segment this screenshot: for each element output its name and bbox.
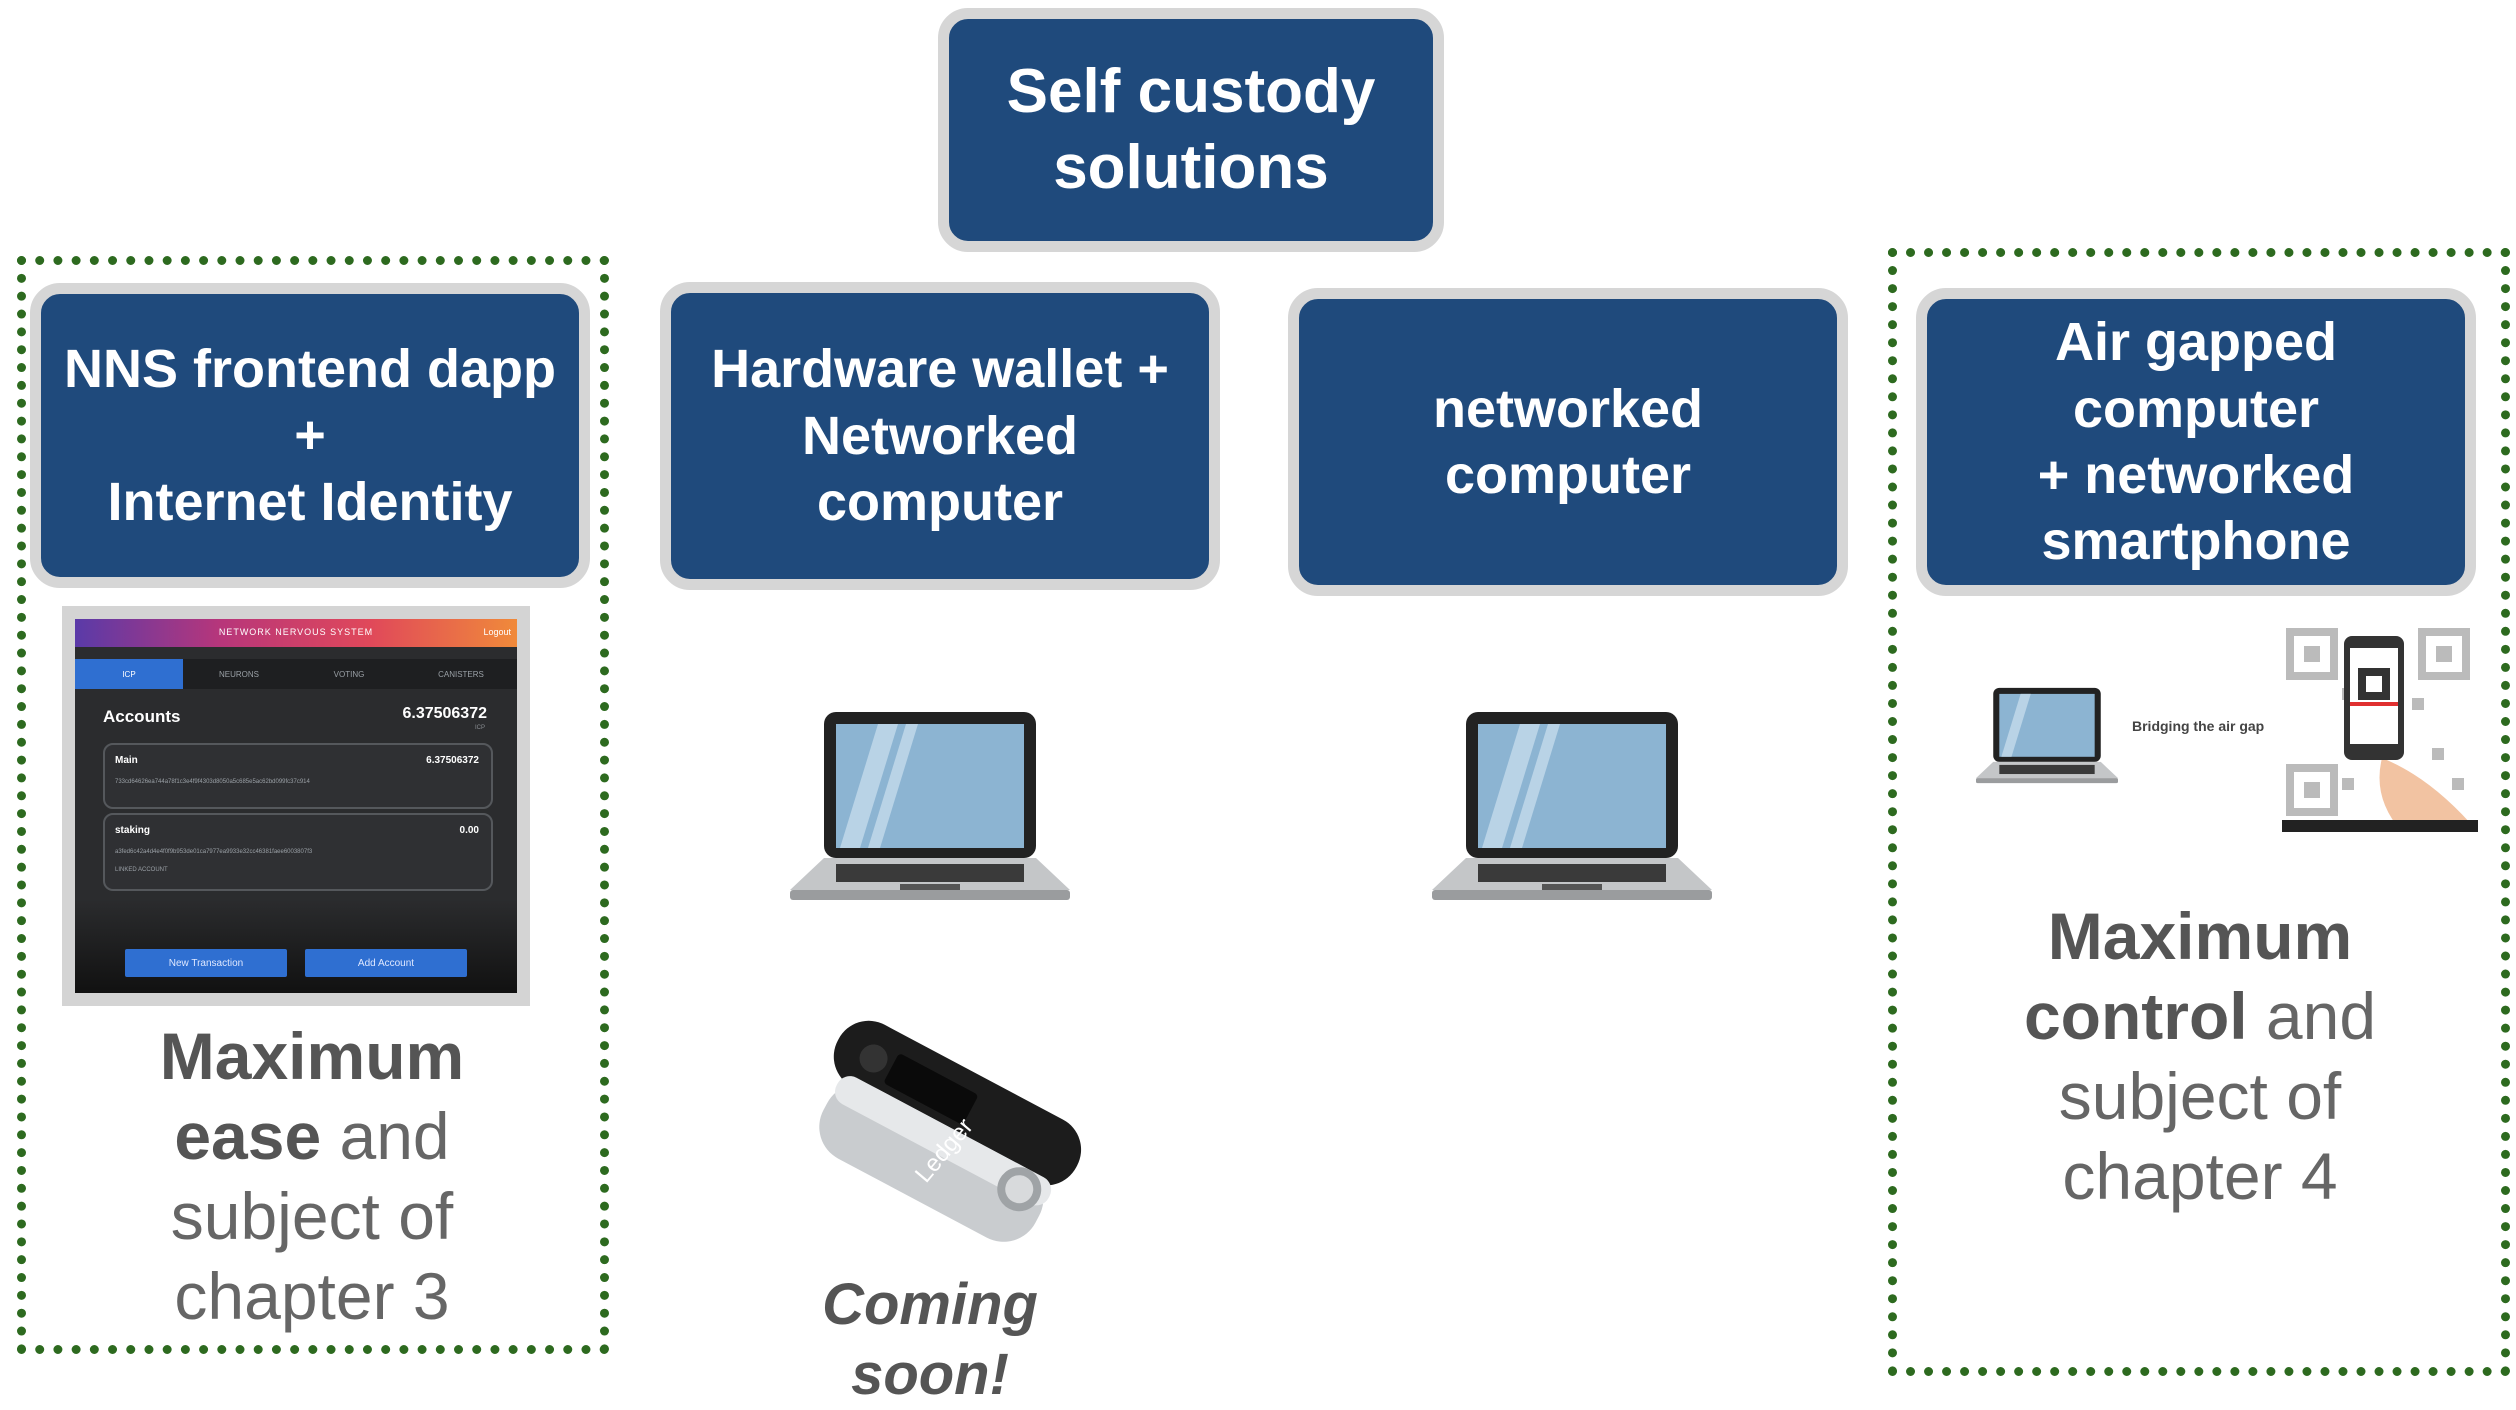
nns-tab-icp: ICP [75,659,183,689]
nns-accounts-label: Accounts [103,707,181,726]
nns-account-name: Main [115,755,138,766]
nns-account-card-staking: staking 0.00 a3fed6c42a4d4e4f0f9b953de01… [103,813,493,891]
nns-account-amount: 6.37506372 [426,755,479,766]
left-highlight-frame [17,256,609,1354]
option-label: Hardware wallet + Networked computer [711,339,1169,533]
caption-left-bold: Maximum ease [159,1019,465,1173]
nns-add-account-button: Add Account [305,949,467,977]
right-highlight-frame [1888,248,2510,1376]
root-node: Self custody solutions [938,8,1444,252]
laptop-icon [790,712,1070,900]
laptop-icon [1432,712,1712,900]
nns-account-card-main: Main 6.37506372 733cd64626ea744a78f1c3e4… [103,743,493,809]
option-hardware-wallet: Hardware wallet + Networked computer [660,282,1220,590]
nns-footer-shade [75,899,517,993]
nns-tab-voting: VOTING [333,669,365,679]
qr-phone-icon [2282,628,2478,832]
nns-tab-canisters: CANISTERS [438,669,484,679]
nns-app-screenshot: NETWORK NERVOUS SYSTEM Logout ICP NEURON… [62,606,530,1006]
nns-new-transaction-button: New Transaction [125,949,287,977]
option-networked-computer: networked computer [1288,288,1848,596]
nns-tabs: ICP NEURONS VOTING CANISTERS [75,659,517,689]
ledger-wallet-icon: Ledger [819,1020,1082,1242]
option-label: networked computer [1432,378,1704,505]
option-air-gapped: Air gapped computer + networked smartpho… [1916,288,2476,596]
option-label: NNS frontend dapp + Internet Identity [64,338,556,532]
nns-total-unit: ICP [474,725,485,731]
nns-account-amount: 0.00 [459,825,479,836]
caption-right-bold: Maximum control [2023,899,2353,1053]
coming-soon-label: Coming soon! [822,1272,1038,1407]
nns-account-id: a3fed6c42a4d4e4f0f9b953de01ca7977ea9933e… [115,849,313,855]
nns-tab-neurons: NEURONS [218,669,259,679]
nns-account-name: staking [115,825,151,836]
caption-right: Maximum control and subject of chapter 4 [1900,896,2500,1216]
nns-total: 6.37506372 [402,705,487,722]
small-laptop-icon [1976,687,2118,784]
caption-left: Maximum ease and subject of chapter 3 [42,1016,582,1336]
air-gap-label: Bridging the air gap [2132,718,2265,734]
option-nns-frontend: NNS frontend dapp + Internet Identity [30,283,590,588]
nns-logout: Logout [483,627,511,637]
nns-account-tag: LINKED ACCOUNT [115,867,168,873]
nns-title: NETWORK NERVOUS SYSTEM [218,627,374,637]
nns-account-id: 733cd64626ea744a78f1c3e4f9f4303d8050a5c6… [115,779,310,785]
caption-right-rest: and subject of chapter 4 [2058,979,2377,1213]
option-label: Air gapped computer + networked smartpho… [2037,312,2355,572]
root-label: Self custody solutions [1006,56,1376,202]
nns-header-bar: NETWORK NERVOUS SYSTEM Logout [75,619,517,647]
caption-left-rest: and subject of chapter 3 [170,1099,454,1333]
